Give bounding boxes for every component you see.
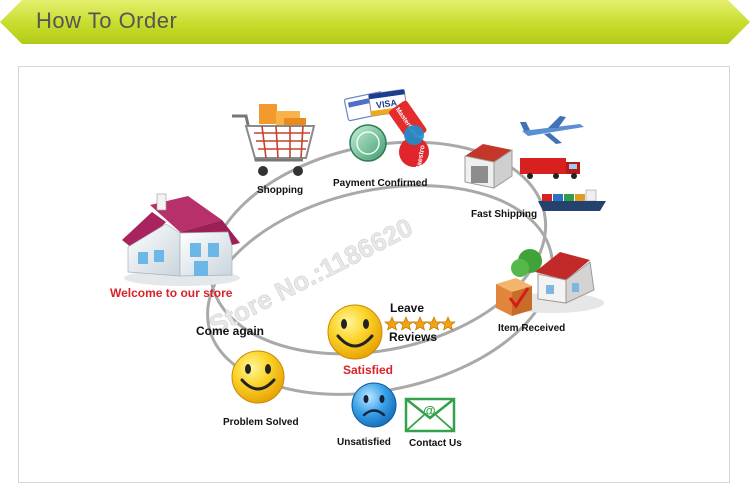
step-payment-label: Payment Confirmed bbox=[333, 178, 427, 189]
diagram-frame bbox=[18, 66, 730, 483]
step-contact-label: Contact Us bbox=[409, 438, 462, 449]
problem-solved-smiley-icon bbox=[231, 350, 285, 404]
star-icon bbox=[384, 316, 400, 331]
at-sign-icon: @ bbox=[423, 403, 436, 418]
star-icon bbox=[440, 316, 456, 331]
coin-icon bbox=[349, 124, 387, 162]
house-icon bbox=[122, 193, 240, 286]
leave-label: Leave bbox=[390, 301, 424, 315]
star-icon bbox=[398, 316, 414, 331]
step-unsatisfied-label: Unsatisfied bbox=[337, 437, 391, 448]
header-banner bbox=[0, 0, 750, 44]
card-maestro: Maestro bbox=[415, 145, 427, 173]
unsatisfied-face-icon bbox=[351, 382, 397, 428]
step-problem-solved-label: Problem Solved bbox=[223, 417, 299, 428]
step-shopping-label: Shopping bbox=[257, 185, 303, 196]
ship-icon bbox=[538, 189, 606, 211]
rating-stars bbox=[384, 316, 456, 331]
step-received-label: Item Received bbox=[498, 323, 565, 334]
warehouse-icon bbox=[464, 144, 513, 189]
maestro-card-icon: Maestro bbox=[399, 125, 429, 172]
truck-icon bbox=[520, 158, 580, 179]
step-welcome-label: Welcome to our store bbox=[110, 286, 233, 300]
checkmark-icon bbox=[508, 287, 530, 309]
credit-cards-icon: VISA MasterCard Maestro bbox=[343, 89, 429, 172]
step-satisfied-label: Satisfied bbox=[343, 363, 393, 377]
package-box-icon bbox=[496, 278, 532, 316]
envelope-icon: @ bbox=[404, 397, 456, 433]
satisfied-smiley-icon bbox=[327, 304, 383, 360]
card-visa: VISA bbox=[375, 97, 398, 110]
item-received-icon bbox=[496, 249, 604, 316]
airplane-icon bbox=[520, 116, 584, 144]
reviews-label: Reviews bbox=[389, 330, 437, 344]
step-shipping-label: Fast Shipping bbox=[471, 209, 537, 220]
star-icon bbox=[426, 316, 442, 331]
come-again-label: Come again bbox=[196, 324, 264, 338]
star-icon bbox=[412, 316, 428, 331]
page-title: How To Order bbox=[36, 8, 178, 33]
shopping-cart-icon bbox=[232, 104, 316, 176]
